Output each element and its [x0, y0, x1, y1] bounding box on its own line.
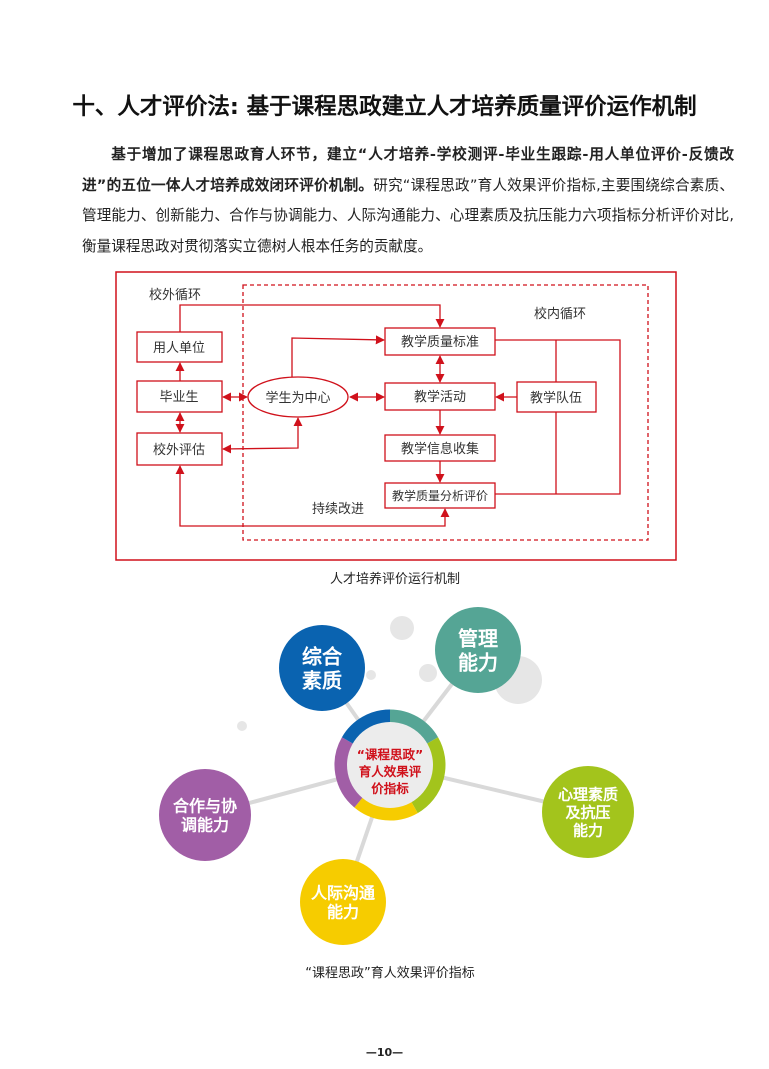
text-quality-analysis: 教学质量分析评价 — [392, 488, 488, 503]
diagram2-caption: “课程思政”育人效果评价指标 — [305, 966, 475, 981]
body-paragraph: 基于增加了课程思政育人环节，建立“人才培养-学校测评-毕业生跟踪-用人单位评价-… — [82, 140, 734, 262]
ring-segment — [334, 737, 363, 808]
text-employer: 用人单位 — [153, 341, 205, 356]
indicator-circle — [279, 625, 365, 711]
indicator-label: 心理素质 — [558, 786, 618, 804]
decor-circle — [366, 670, 376, 680]
decor-circle — [419, 664, 437, 682]
center-text-line: 育人效果评 — [359, 764, 422, 779]
text-student-center: 学生为中心 — [265, 390, 330, 406]
ellipse-student-center — [247, 376, 349, 418]
text-teaching-activity: 教学活动 — [414, 389, 466, 405]
indicator-circle — [300, 859, 386, 945]
box-quality-standard — [384, 327, 496, 356]
center-disc — [347, 722, 433, 808]
indicator-label: 及抗压 — [565, 804, 610, 822]
indicator-label: 合作与协 — [173, 796, 237, 815]
center-ring — [334, 709, 446, 821]
indicator-label: 能力 — [458, 651, 498, 675]
text-quality-standard: 教学质量标准 — [401, 334, 479, 350]
text-graduate: 毕业生 — [159, 390, 198, 405]
inner-loop-frame — [242, 284, 649, 541]
center-text-line: 价指标 — [371, 781, 409, 796]
label-outer-loop: 校外循环 — [149, 287, 201, 303]
indicator-label: 素质 — [302, 669, 342, 693]
indicator-circle — [542, 766, 634, 858]
text-info-collect: 教学信息收集 — [401, 441, 479, 457]
indicator-circle — [159, 769, 251, 861]
ring-segment — [341, 709, 391, 745]
ring-segment — [354, 797, 418, 821]
diagram1-caption: 人才培养评价运行机制 — [329, 572, 460, 587]
ring-segment — [411, 737, 446, 814]
section-title: 十、人才评价法: 基于课程思政建立人才培养质量评价运作机制 — [72, 94, 697, 120]
paragraph-normal: 研究“课程思政”育人效果评价指标,主要围绕综合素质、管理能力、创新能力、合作与协… — [82, 176, 734, 255]
text-teaching-team: 教学队伍 — [530, 390, 582, 406]
center-text-line: “课程思政” — [357, 747, 423, 762]
indicator-bubble-diagram: “课程思政” 育人效果评 价指标 综合素质管理能力心理素质及抗压能力人际沟通能力… — [159, 607, 634, 945]
indicator-label: 综合 — [302, 645, 343, 669]
paragraph-bold: 基于增加了课程思政育人环节，建立“人才培养-学校测评-毕业生跟踪-用人单位评价-… — [82, 146, 734, 194]
decor-circle — [390, 616, 414, 640]
ring-segment — [389, 709, 439, 745]
label-continuous-improve: 持续改进 — [312, 502, 364, 517]
text-external-eval: 校外评估 — [153, 442, 205, 458]
indicator-label: 调能力 — [181, 816, 229, 835]
indicator-label: 管理 — [458, 627, 498, 651]
indicator-label: 能力 — [573, 822, 603, 840]
decor-circle — [237, 721, 247, 731]
page-number: —10— — [365, 1046, 404, 1059]
indicator-circle — [435, 607, 521, 693]
box-external-eval — [136, 432, 223, 466]
label-inner-loop: 校内循环 — [534, 306, 586, 322]
indicator-label: 人际沟通 — [311, 883, 375, 902]
indicator-label: 能力 — [327, 903, 359, 922]
outer-frame — [115, 271, 677, 561]
